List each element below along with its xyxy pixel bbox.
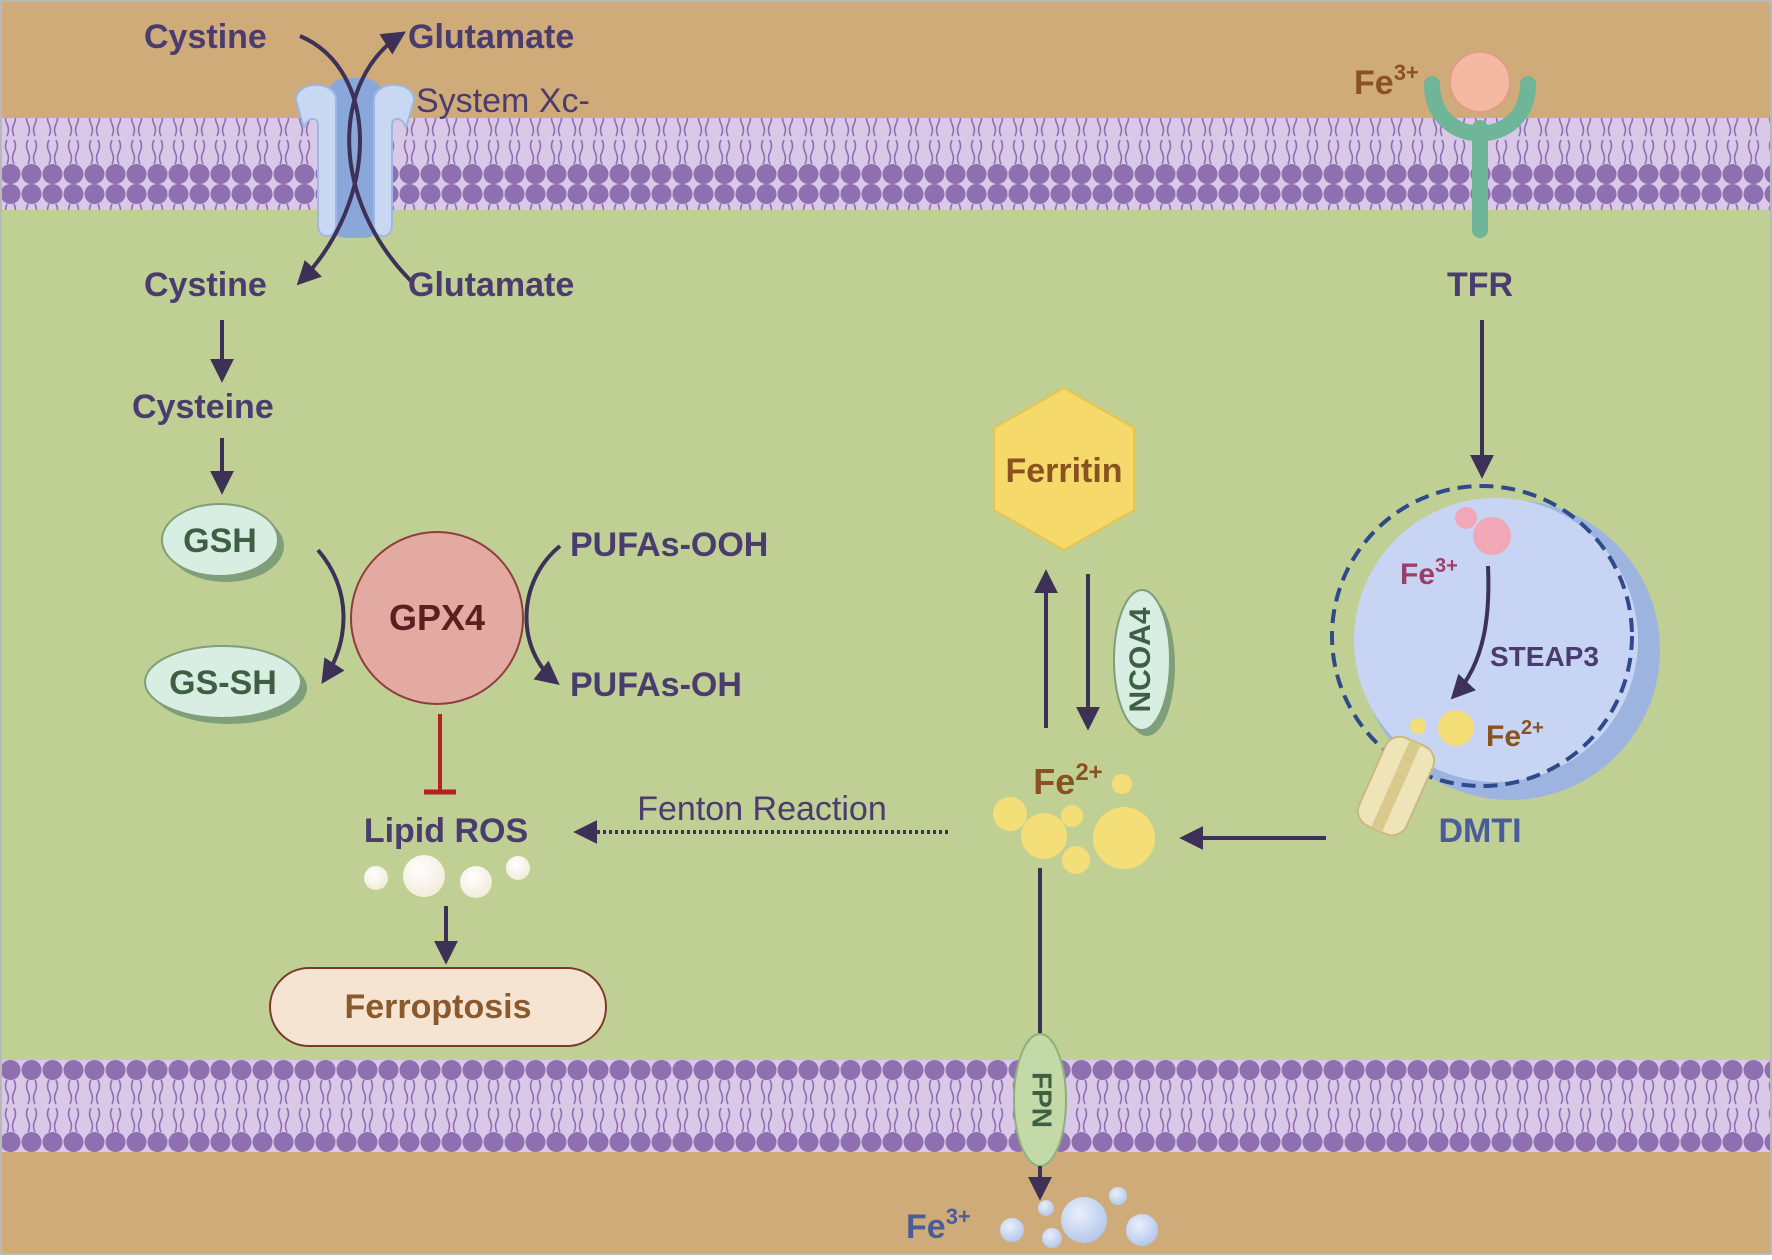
pufa-reduction-arrow — [524, 544, 562, 686]
gpx4-label: GPX4 — [389, 597, 485, 638]
gs-sh-node — [144, 645, 307, 724]
fe2-pool-particles — [993, 774, 1155, 874]
glutamate-export-arrow — [347, 31, 414, 284]
system-xc-transporter — [294, 78, 416, 238]
pufas-ooh-label: PUFAs-OOH — [570, 526, 768, 564]
steap3-reduction-arrow — [1450, 565, 1491, 700]
ferroptosis-box — [269, 967, 607, 1047]
gsh-label: GSH — [183, 522, 257, 560]
ferritin-node — [993, 386, 1135, 552]
cystine-import-arrow — [296, 34, 362, 286]
ferritin-label: Ferritin — [1005, 452, 1122, 490]
glutamate-inside-label: Glutamate — [408, 266, 574, 304]
cell-membrane-bottom — [0, 1060, 1772, 1152]
lipid-ros-label: Lipid ROS — [364, 812, 528, 850]
tfr-receptor — [1424, 51, 1536, 238]
cystine-inside-label: Cystine — [144, 266, 267, 304]
endosome-fe3-particles — [1455, 507, 1511, 555]
fenton-reaction-label: Fenton Reaction — [637, 790, 887, 828]
cysteine-label: Cysteine — [132, 388, 274, 426]
extracellular-space-bottom — [0, 1150, 1772, 1255]
fe3-export-label: Fe3+ — [906, 1204, 971, 1246]
system-xc-label: System Xc- — [416, 82, 590, 120]
dmti-label: DMTI — [1438, 812, 1521, 850]
fpn-label: FPN — [1027, 1072, 1058, 1128]
tfr-label: TFR — [1447, 266, 1513, 304]
fe2-pool-label: Fe2+ — [1033, 759, 1102, 802]
ferroptosis-label: Ferroptosis — [344, 988, 531, 1026]
endosome-fe2-particles — [1410, 710, 1474, 746]
steap3-label: STEAP3 — [1490, 641, 1599, 672]
pufas-oh-label: PUFAs-OH — [570, 666, 742, 704]
endosome-fe3-label: Fe3+ — [1400, 555, 1458, 591]
ncoa4-label: NCOA4 — [1124, 607, 1157, 712]
dmti-transporter — [1356, 735, 1436, 837]
fe3-export-particles — [1000, 1187, 1158, 1248]
glutamate-outside-label: Glutamate — [408, 18, 574, 56]
gs-sh-label: GS-SH — [169, 664, 277, 702]
gsh-node — [161, 503, 284, 582]
lipid-ros-droplets — [364, 855, 530, 898]
fe3-extracellular-label: Fe3+ — [1354, 60, 1419, 102]
gsh-to-gssh-arrow — [316, 548, 346, 685]
cystine-outside-label: Cystine — [144, 18, 267, 56]
endosome — [1330, 484, 1660, 800]
endosome-fe2-label: Fe2+ — [1486, 717, 1544, 753]
gpx4-node — [350, 531, 524, 705]
ncoa4-node — [1113, 589, 1175, 736]
